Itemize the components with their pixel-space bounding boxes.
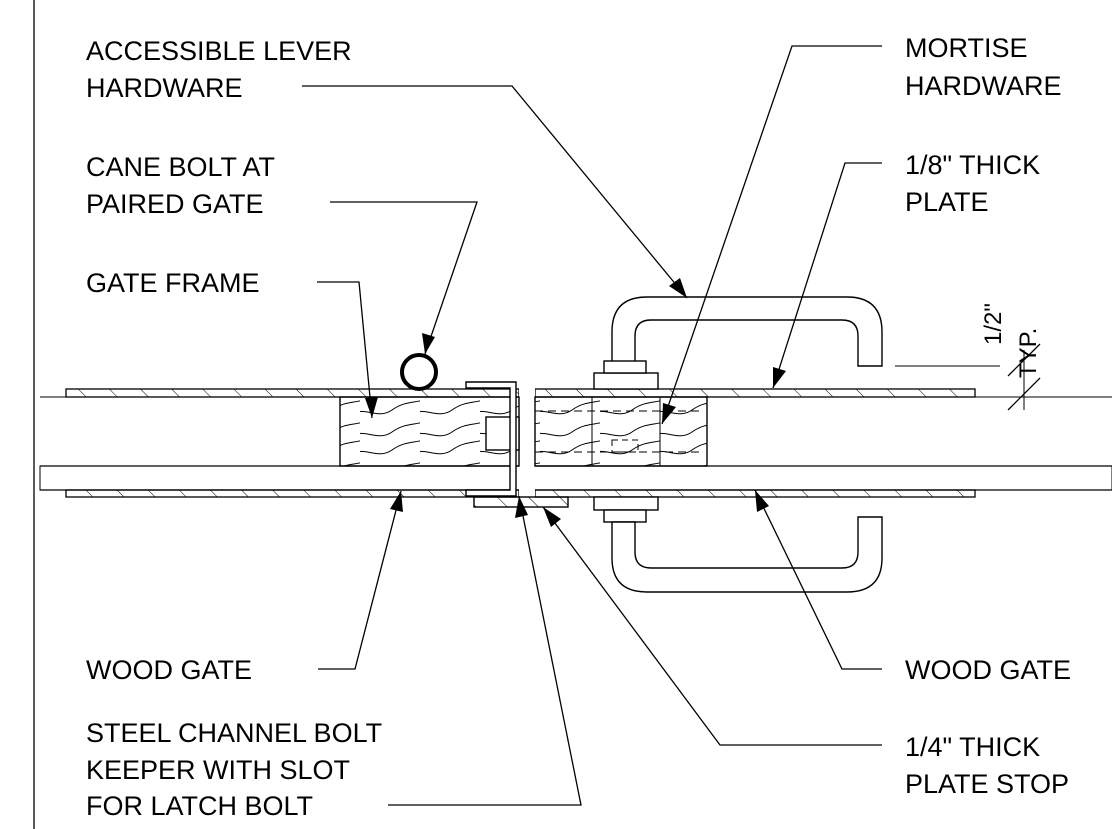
- accessible-lever-top: [593, 296, 883, 390]
- steel-channel-keeper: [465, 381, 517, 497]
- top-plate-right: [534, 388, 976, 398]
- dimension-note: TYP.: [1015, 328, 1042, 378]
- label-accessible-lever-line2: HARDWARE: [86, 73, 243, 103]
- wood-gate-board: [39, 465, 1112, 491]
- label-steel-channel-line3: FOR LATCH BOLT: [86, 791, 313, 821]
- top-plate-left: [65, 388, 520, 398]
- bottom-plate-left: [65, 489, 520, 498]
- accessible-lever-bottom: [593, 496, 883, 593]
- label-thick-plate-line1: 1/8" THICK: [905, 150, 1040, 180]
- label-wood-gate-right: WOOD GATE: [905, 655, 1071, 685]
- label-accessible-lever-line1: ACCESSIBLE LEVER: [86, 36, 352, 66]
- dimension-value: 1/2": [980, 303, 1007, 345]
- label-cane-bolt-line1: CANE BOLT AT: [86, 152, 275, 182]
- label-gate-frame: GATE FRAME: [86, 268, 260, 298]
- label-steel-channel-line2: KEEPER WITH SLOT: [86, 755, 350, 785]
- label-plate-stop-line1: 1/4" THICK: [905, 732, 1040, 762]
- dimension-half-inch: 1/2" TYP.: [895, 303, 1042, 411]
- label-thick-plate-line2: PLATE: [905, 187, 989, 217]
- label-cane-bolt-line2: PAIRED GATE: [86, 189, 264, 219]
- label-mortise-line1: MORTISE: [905, 33, 1028, 63]
- label-wood-gate-left: WOOD GATE: [86, 655, 252, 685]
- gate-frame-right: [534, 396, 708, 467]
- cane-bolt: [400, 353, 438, 391]
- label-plate-stop-line2: PLATE STOP: [905, 769, 1069, 799]
- label-steel-channel-line1: STEEL CHANNEL BOLT: [86, 718, 382, 748]
- label-mortise-line2: HARDWARE: [905, 71, 1062, 101]
- leader-lines: [302, 45, 882, 806]
